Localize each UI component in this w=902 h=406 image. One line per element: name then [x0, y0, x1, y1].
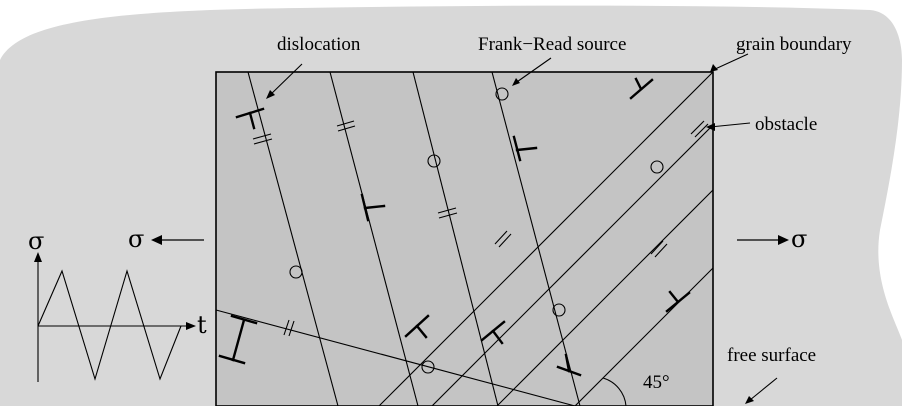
grain-boundary-label: grain boundary — [736, 34, 852, 55]
source-circle — [427, 154, 441, 168]
arrowhead — [186, 322, 196, 330]
arrowhead — [706, 123, 715, 131]
obstacle-mark — [494, 230, 512, 248]
obstacle-mark — [252, 133, 273, 145]
arrowhead — [778, 235, 789, 245]
dislocation-pair — [218, 314, 258, 365]
arrowhead — [266, 90, 275, 99]
arrowhead — [512, 78, 520, 86]
frank-read-label: Frank−Read source — [478, 34, 626, 55]
dislocation-symbol — [512, 135, 538, 162]
grain-boundary-leader — [712, 53, 749, 71]
obstacles — [252, 120, 709, 337]
dislocations — [218, 77, 691, 377]
grain — [215, 71, 714, 406]
slip-planes-steep — [247, 71, 581, 406]
dislocation-symbol — [235, 107, 265, 130]
dislocation-leader — [267, 63, 303, 98]
obstacle-mark — [336, 120, 356, 132]
sigma-left: σ — [128, 225, 144, 253]
leader-arrowheads — [266, 64, 754, 404]
arrowhead — [34, 252, 42, 262]
dislocation-symbol — [360, 193, 386, 222]
loading-inset: σ t — [28, 227, 207, 382]
free-surface-leader — [749, 377, 778, 401]
inset-time-label: t — [197, 311, 207, 339]
obstacle-mark — [690, 120, 709, 138]
frank-read-sources — [289, 87, 664, 374]
obstacle-mark — [283, 319, 295, 337]
angle-arc — [602, 377, 627, 406]
leader-arrows — [267, 53, 778, 401]
source-circle — [421, 360, 435, 374]
inset-sigma-label: σ — [28, 227, 44, 255]
source-circle — [289, 265, 303, 279]
free-surface-label: free surface — [727, 345, 816, 366]
dislocation-symbol — [556, 353, 582, 377]
arrowhead — [745, 396, 754, 404]
source-circle — [552, 303, 566, 317]
arrowhead — [710, 64, 718, 72]
dislocation-symbol — [404, 314, 430, 339]
obstacle-leader — [709, 122, 751, 128]
angle-label: 45° — [643, 372, 670, 393]
source-circle — [650, 160, 664, 174]
slip-planes-diagonal — [215, 71, 714, 406]
dislocation-symbol — [629, 77, 654, 100]
load-waveform — [37, 269, 182, 381]
obstacle-mark — [437, 207, 458, 219]
sigma-right: σ — [791, 225, 807, 253]
arrowhead — [151, 235, 162, 245]
obstacle-label: obstacle — [755, 114, 817, 135]
dislocation-label: dislocation — [277, 34, 361, 55]
dislocation-symbol — [665, 290, 691, 313]
dislocation-symbol — [480, 320, 506, 345]
frank-read-leader — [513, 57, 552, 85]
obstacle-mark — [650, 240, 668, 258]
source-circle — [495, 87, 509, 101]
